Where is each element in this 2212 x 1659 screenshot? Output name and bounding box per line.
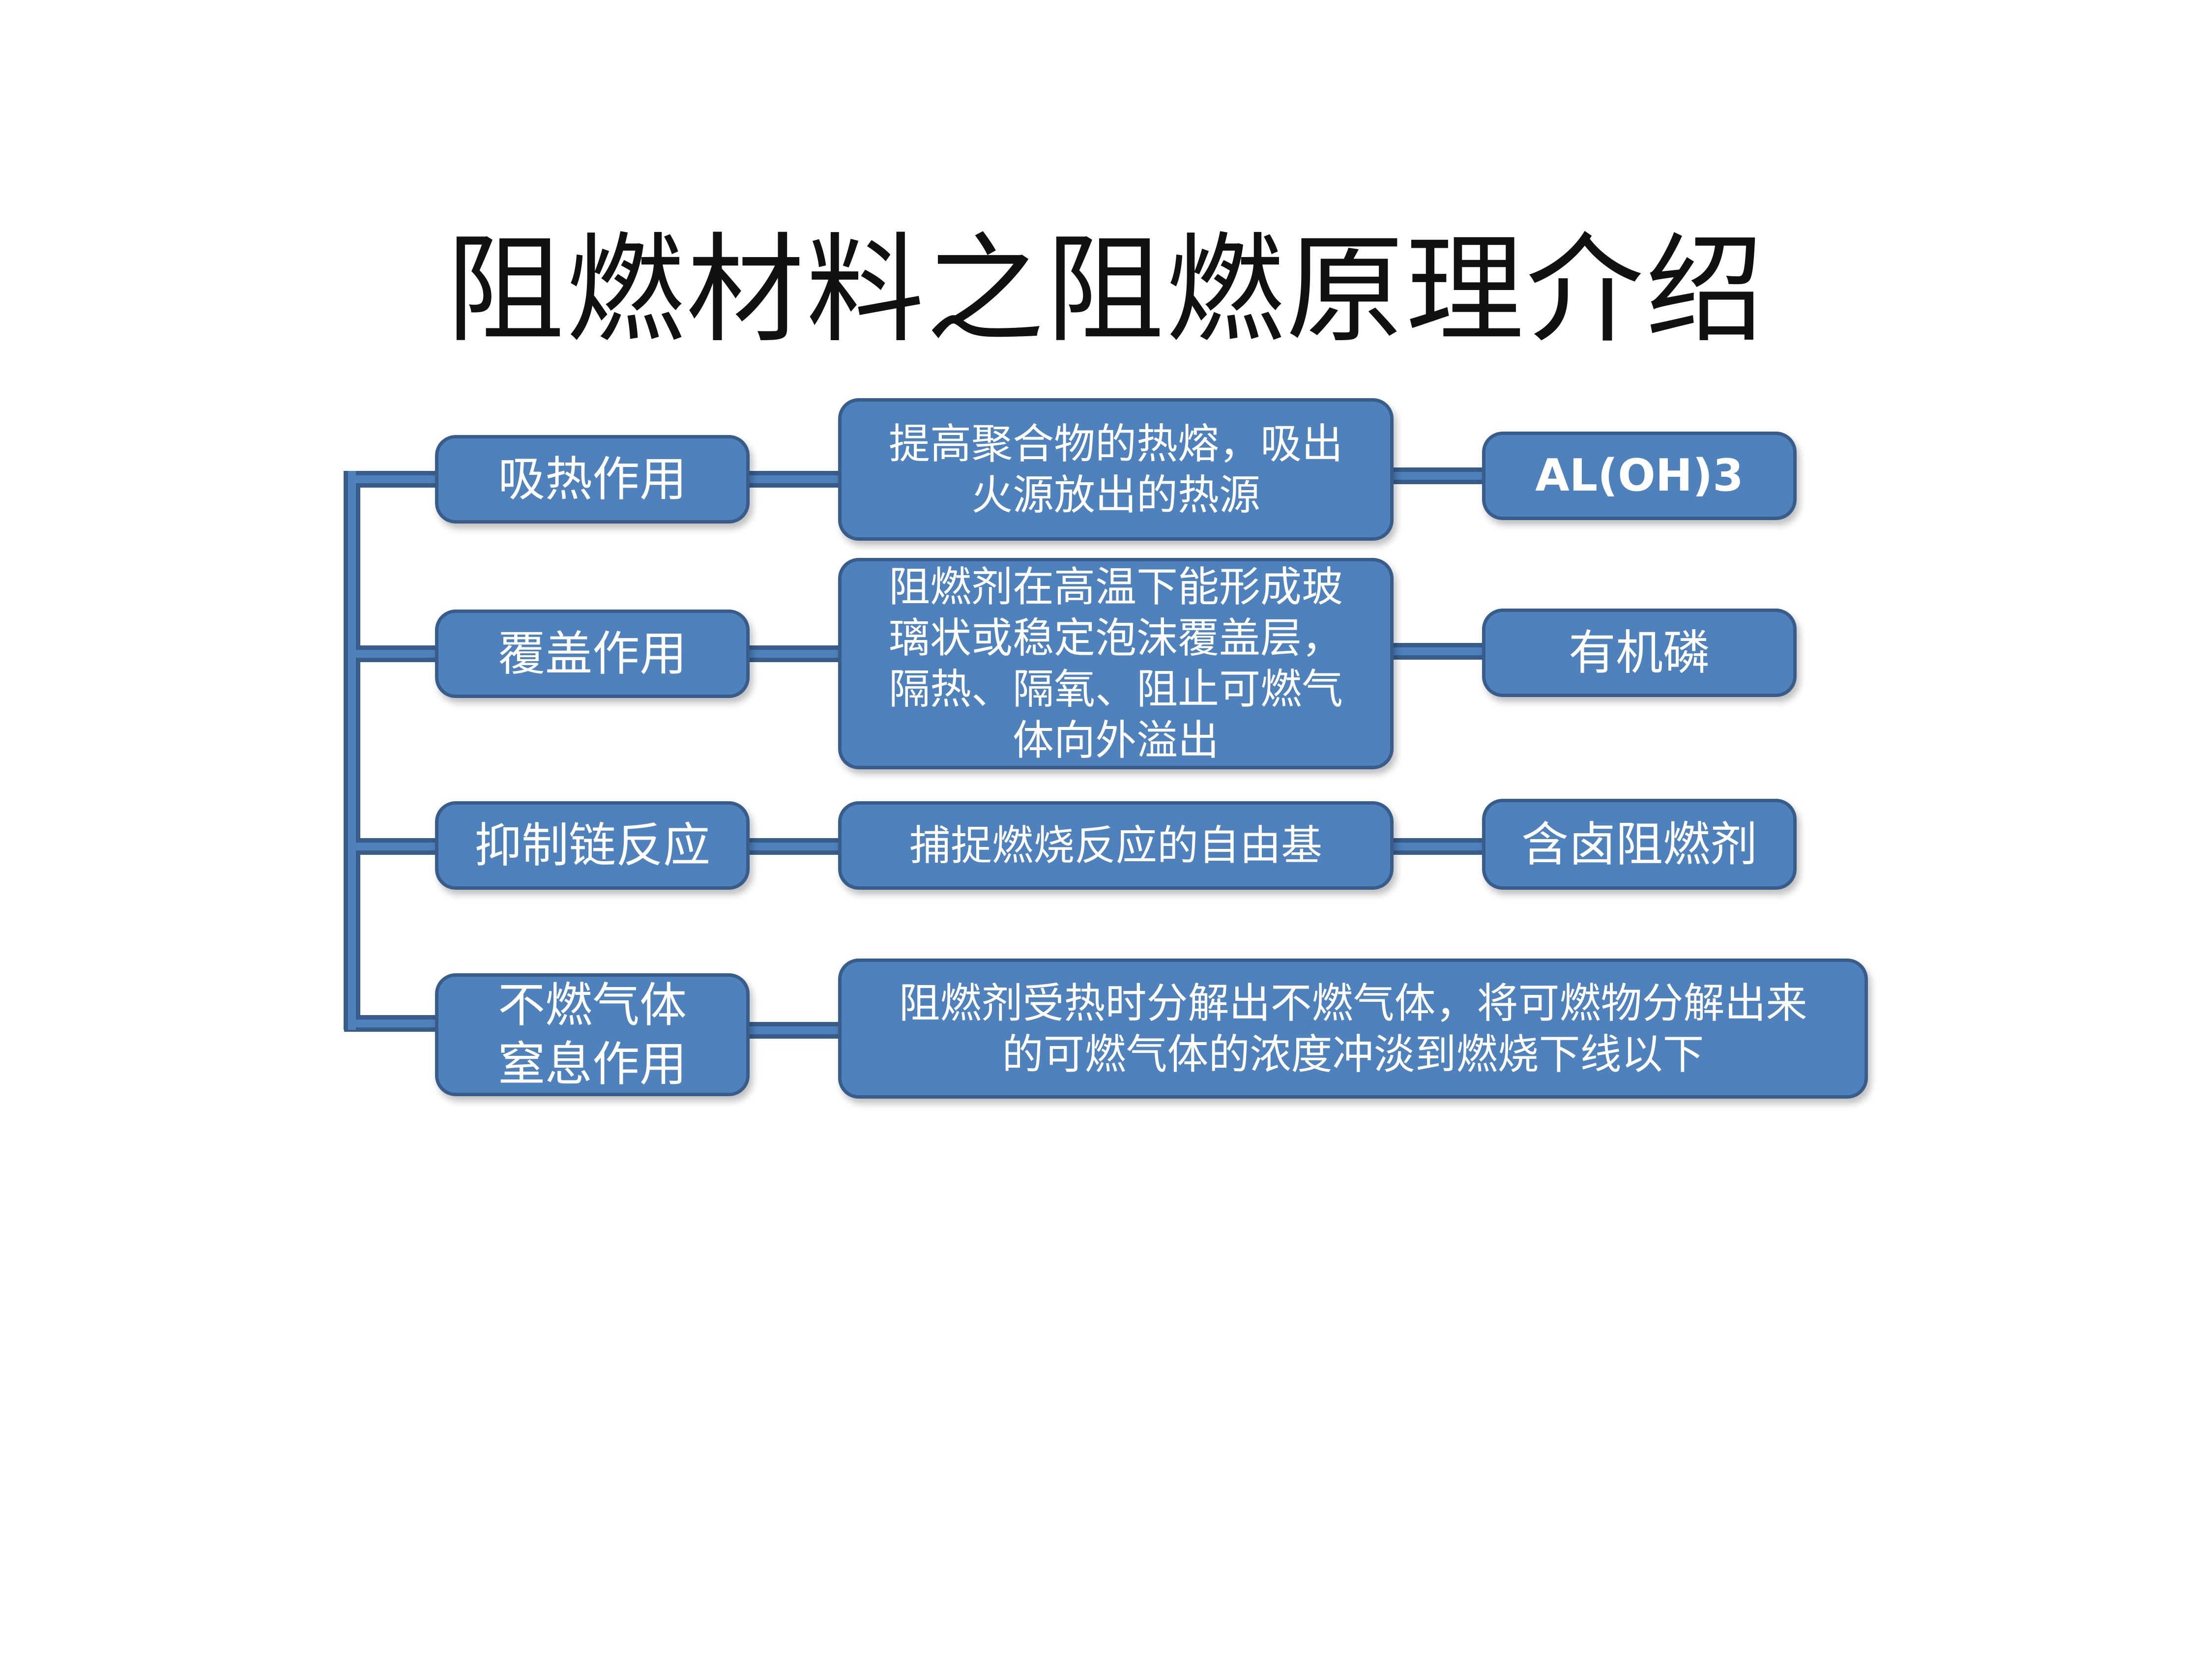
description-box-heat-absorption: 提高聚合物的热熔，吸出 火源放出的热源 [838,398,1394,541]
description-box-gas-smothering: 阻燃剂受热时分解出不燃气体，将可燃物分解出来 的可燃气体的浓度冲淡到燃烧下线以下 [838,959,1868,1099]
description-box-chain-inhibition: 捕捉燃烧反应的自由基 [838,801,1394,890]
category-box-gas-smothering: 不燃气体 窒息作用 [435,973,750,1096]
description-text: 阻燃剂受热时分解出不燃气体，将可燃物分解出来 的可燃气体的浓度冲淡到燃烧下线以下 [899,979,1807,1078]
example-label: 含卤阻燃剂 [1521,816,1757,872]
category-box-heat-absorption: 吸热作用 [435,435,750,524]
category-label: 覆盖作用 [498,626,687,681]
description-text: 捕捉燃烧反应的自由基 [909,821,1322,870]
example-box-halogenated: 含卤阻燃剂 [1482,799,1797,890]
category-label: 吸热作用 [498,452,687,507]
example-label: AL(OH)3 [1535,450,1744,501]
example-label: 有机磷 [1569,625,1710,680]
description-box-covering: 阻燃剂在高温下能形成玻 璃状或稳定泡沫覆盖层， 隔热、隔氧、阻止可燃气 体向外溢… [838,558,1394,769]
description-text: 阻燃剂在高温下能形成玻 璃状或稳定泡沫覆盖层， 隔热、隔氧、阻止可燃气 体向外溢… [888,563,1343,764]
category-label: 不燃气体 窒息作用 [498,978,687,1092]
category-box-covering: 覆盖作用 [435,610,750,698]
example-box-organophosphorus: 有机磷 [1482,609,1797,697]
category-label: 抑制链反应 [474,818,710,873]
category-box-chain-inhibition: 抑制链反应 [435,801,750,890]
description-text: 提高聚合物的热熔，吸出 火源放出的热源 [888,420,1343,519]
slide-title: 阻燃材料之阻燃原理介绍 [446,221,1766,359]
example-box-aluminium-hydroxide: AL(OH)3 [1482,432,1797,520]
